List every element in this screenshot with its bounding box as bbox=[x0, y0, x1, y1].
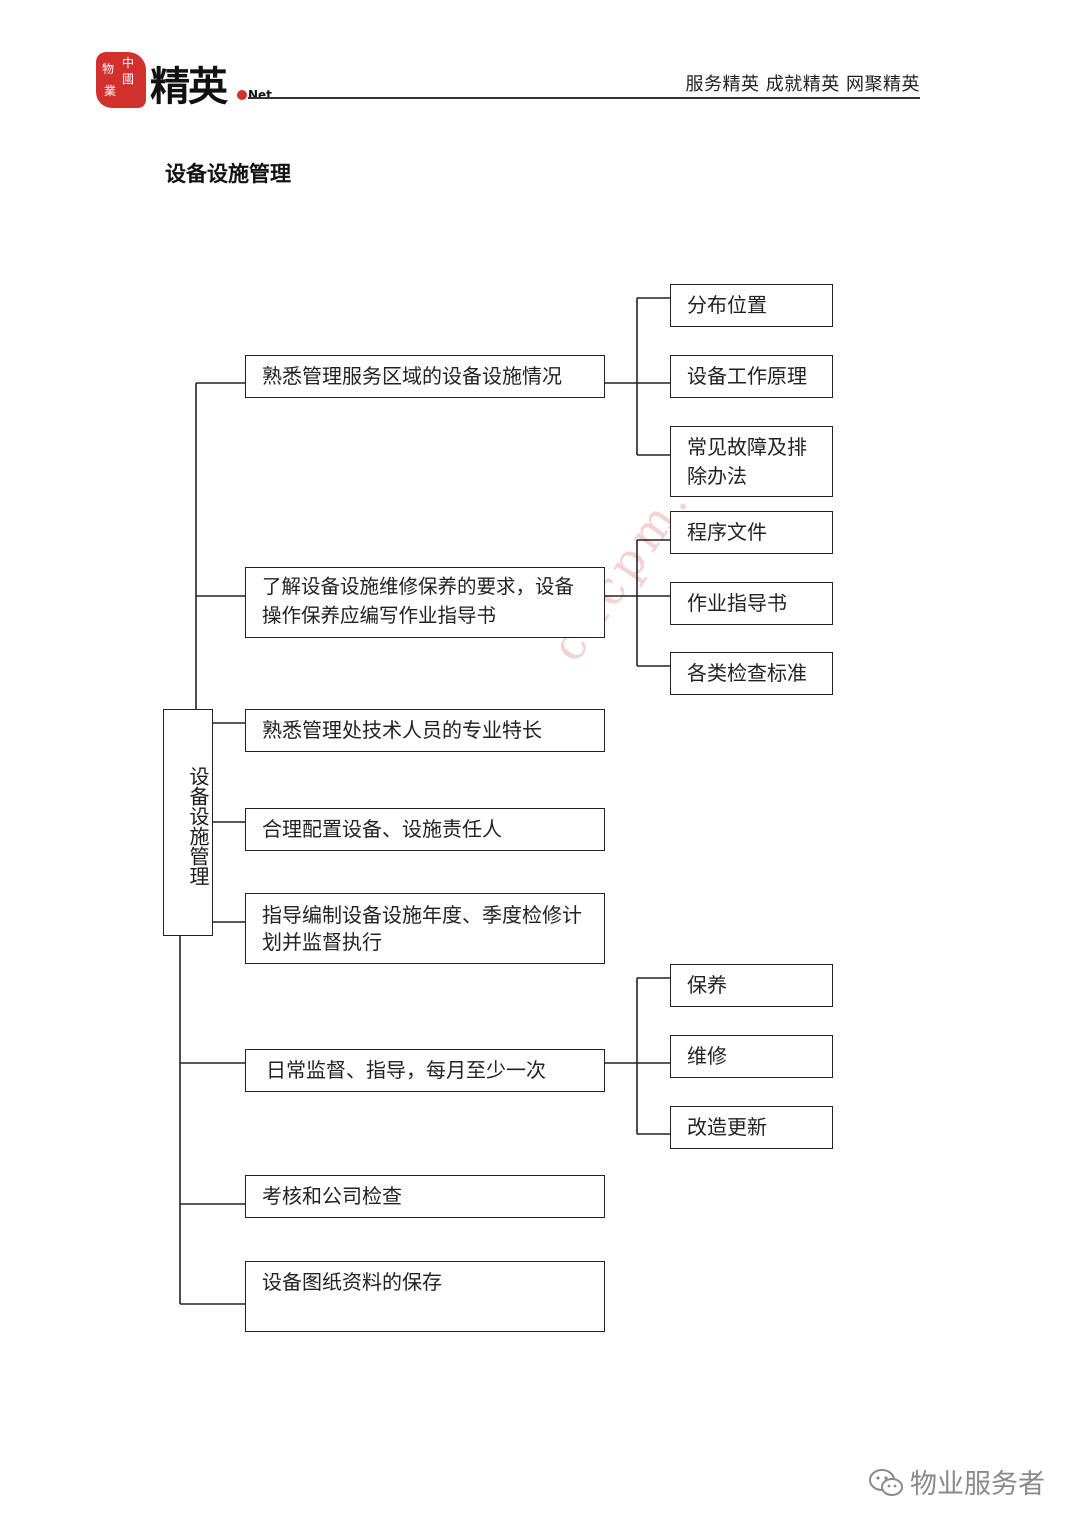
branch-node: 日常监督、指导，每月至少一次 bbox=[245, 1049, 605, 1092]
leaf-node: 设备工作原理 bbox=[670, 355, 833, 398]
leaf-node: 保养 bbox=[670, 964, 833, 1007]
seal-char: 中 bbox=[122, 56, 135, 70]
seal-logo: 中 國 物 業 bbox=[96, 52, 146, 108]
leaf-node: 各类检查标准 bbox=[670, 652, 833, 695]
branch-node: 指导编制设备设施年度、季度检修计划并监督执行 bbox=[245, 893, 605, 964]
branch-node: 考核和公司检查 bbox=[245, 1175, 605, 1218]
branch-node: 熟悉管理处技术人员的专业特长 bbox=[245, 709, 605, 752]
leaf-node: 维修 bbox=[670, 1035, 833, 1078]
leaf-node: 作业指导书 bbox=[670, 582, 833, 625]
root-node: 设备设施管理 bbox=[163, 709, 213, 936]
site-logo: 中 國 物 業 精英 Net bbox=[96, 50, 296, 112]
branch-node: 设备图纸资料的保存 bbox=[245, 1261, 605, 1332]
brand-dot bbox=[237, 90, 247, 100]
leaf-node: 常见故障及排除办法 bbox=[670, 426, 833, 497]
wechat-icon bbox=[869, 1469, 903, 1496]
seal-char: 業 bbox=[104, 84, 117, 98]
branch-node: 了解设备设施维修保养的要求，设备操作保养应编写作业指导书 bbox=[245, 567, 605, 638]
leaf-node: 改造更新 bbox=[670, 1106, 833, 1149]
footer-account: 物业服务者 bbox=[868, 1462, 1045, 1501]
seal-char: 國 bbox=[122, 72, 135, 86]
branch-node: 熟悉管理服务区域的设备设施情况 bbox=[245, 355, 605, 398]
leaf-node: 程序文件 bbox=[670, 511, 833, 554]
leaf-node: 分布位置 bbox=[670, 284, 833, 327]
page-title: 设备设施管理 bbox=[165, 162, 291, 186]
seal-char: 物 bbox=[102, 62, 115, 76]
header-slogan: 服务精英 成就精英 网聚精英 bbox=[685, 74, 920, 95]
footer-account-name: 物业服务者 bbox=[910, 1469, 1045, 1500]
brand-name: 精英 bbox=[150, 64, 228, 110]
header-divider bbox=[248, 97, 920, 99]
branch-node: 合理配置设备、设施责任人 bbox=[245, 808, 605, 851]
